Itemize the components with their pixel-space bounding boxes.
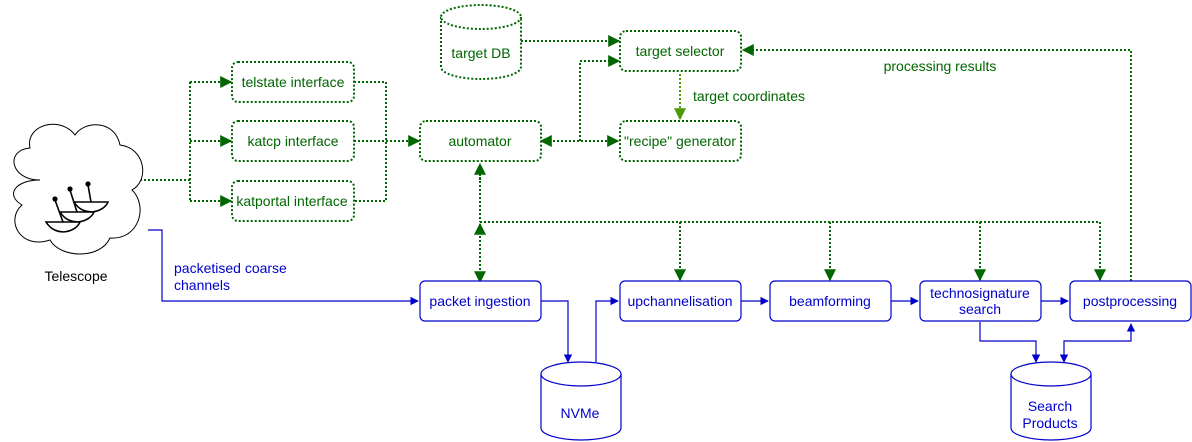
svg-text:Products: Products bbox=[1022, 415, 1077, 431]
svg-text:postprocessing: postprocessing bbox=[1083, 293, 1177, 309]
automator-box[interactable]: automator bbox=[419, 120, 542, 162]
data-edges bbox=[148, 229, 1136, 363]
katportal-interface-box[interactable]: katportal interface bbox=[231, 180, 355, 222]
coarse-channels-label-line1: packetised coarse bbox=[174, 260, 287, 276]
coarse-channels-label-line2: channels bbox=[174, 277, 230, 293]
beamforming-box[interactable]: beamforming bbox=[769, 280, 892, 322]
svg-text:telstate interface: telstate interface bbox=[242, 74, 345, 90]
telescope-label: Telescope bbox=[44, 268, 107, 284]
katcp-interface-box[interactable]: katcp interface bbox=[231, 120, 355, 162]
nvme-label: NVMe bbox=[561, 405, 600, 421]
search-products-cylinder[interactable]: Search Products bbox=[1010, 361, 1092, 441]
svg-text:packet ingestion: packet ingestion bbox=[429, 293, 530, 309]
nvme-cylinder[interactable]: NVMe bbox=[540, 361, 622, 441]
svg-text:Search: Search bbox=[1028, 398, 1072, 414]
technosignature-search-box[interactable]: technosignature search bbox=[919, 280, 1042, 322]
svg-text:katcp interface: katcp interface bbox=[247, 133, 338, 149]
svg-text:technosignature: technosignature bbox=[930, 285, 1030, 301]
svg-text:search: search bbox=[959, 301, 1001, 317]
control-edges bbox=[132, 35, 1132, 284]
processing-results-label: processing results bbox=[884, 58, 997, 74]
svg-text:automator: automator bbox=[448, 133, 511, 149]
telescope-node: Telescope bbox=[13, 123, 144, 284]
target-db-cylinder[interactable]: target DB bbox=[440, 4, 522, 80]
svg-text:beamforming: beamforming bbox=[789, 293, 871, 309]
svg-text:target selector: target selector bbox=[636, 43, 725, 59]
target-coordinates-label: target coordinates bbox=[693, 88, 805, 104]
postprocessing-box[interactable]: postprocessing bbox=[1069, 280, 1192, 322]
target-db-label: target DB bbox=[451, 45, 510, 61]
cloud-shape bbox=[13, 123, 144, 255]
dish-icon bbox=[44, 181, 110, 233]
svg-text:katportal interface: katportal interface bbox=[236, 193, 347, 209]
svg-text:upchannelisation: upchannelisation bbox=[627, 293, 732, 309]
recipe-generator-box[interactable]: "recipe" generator bbox=[619, 120, 742, 162]
upchannelisation-box[interactable]: upchannelisation bbox=[619, 280, 742, 322]
svg-text:"recipe" generator: "recipe" generator bbox=[624, 133, 736, 149]
telstate-interface-box[interactable]: telstate interface bbox=[231, 61, 355, 103]
packet-ingestion-box[interactable]: packet ingestion bbox=[419, 280, 542, 322]
target-selector-box[interactable]: target selector bbox=[619, 30, 742, 72]
